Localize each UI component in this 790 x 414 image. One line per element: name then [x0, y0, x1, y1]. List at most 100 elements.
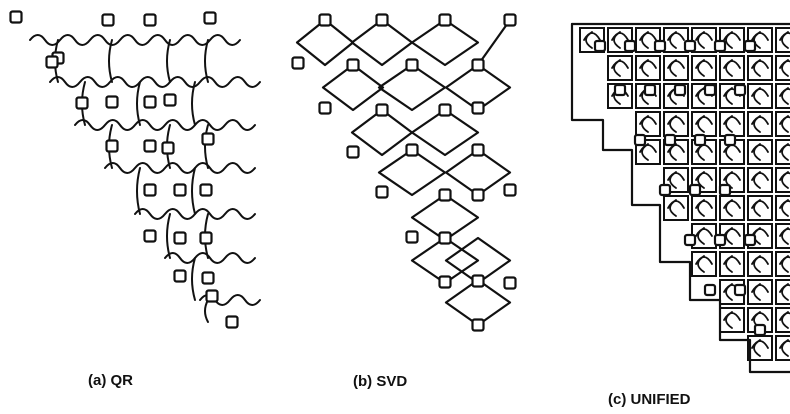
processor-node — [105, 139, 119, 153]
unified-array-diagram — [570, 22, 790, 374]
grid-cell — [635, 55, 661, 81]
connection-line — [781, 283, 789, 301]
connection-line — [410, 108, 480, 157]
connection-line — [641, 59, 649, 77]
connection-line — [697, 87, 705, 105]
connection-line — [136, 167, 141, 215]
connection-line — [204, 124, 209, 169]
caption-qr: (a) QR — [88, 372, 133, 389]
grid-cell — [691, 167, 717, 193]
processor-node — [653, 39, 667, 53]
grid-cell — [663, 55, 689, 81]
connection-line — [781, 115, 789, 133]
connection-line — [641, 143, 649, 161]
connection-line — [669, 115, 677, 133]
qr-array-diagram — [9, 10, 261, 329]
connection-line — [104, 162, 256, 174]
connection-line — [697, 59, 705, 77]
connection-line — [191, 81, 196, 126]
processor-node — [9, 10, 23, 24]
processor-node — [718, 183, 732, 197]
connection-line — [669, 143, 677, 161]
grid-cell — [747, 139, 773, 165]
processor-node — [688, 183, 702, 197]
processor-node — [199, 183, 213, 197]
processor-node — [438, 231, 452, 245]
processor-node — [318, 101, 332, 115]
processor-node — [503, 276, 517, 290]
connection-line — [725, 199, 733, 217]
connection-line — [781, 339, 789, 357]
grid-cell — [691, 195, 717, 221]
connection-line — [697, 227, 705, 245]
connection-line — [669, 171, 677, 189]
connection-line — [781, 143, 789, 161]
processor-node — [733, 283, 747, 297]
connection-line — [164, 252, 256, 264]
connection-line — [585, 31, 593, 49]
connection-line — [697, 171, 705, 189]
connection-line — [641, 115, 649, 133]
connection-line — [781, 311, 789, 329]
processor-node — [613, 83, 627, 97]
connection-line — [697, 31, 705, 49]
grid-cell — [719, 307, 745, 333]
processor-node — [291, 56, 305, 70]
processor-node — [471, 58, 485, 72]
connection-line — [350, 108, 414, 157]
caption-unified: (c) UNIFIED — [608, 391, 691, 408]
connection-line — [753, 143, 761, 161]
connection-line — [697, 115, 705, 133]
connection-line — [166, 39, 171, 83]
connection-line — [753, 87, 761, 105]
connection-line — [191, 257, 196, 301]
processor-node — [633, 133, 647, 147]
processor-node — [438, 13, 452, 27]
processor-node — [173, 269, 187, 283]
connection-line — [781, 31, 789, 49]
processor-node — [593, 39, 607, 53]
processor-node — [173, 183, 187, 197]
connection-line — [725, 59, 733, 77]
processor-node — [683, 233, 697, 247]
connection-line — [669, 31, 677, 49]
processor-node — [105, 95, 119, 109]
connection-line — [753, 59, 761, 77]
connection-line — [377, 63, 447, 112]
processor-node — [101, 13, 115, 27]
processor-node — [743, 233, 757, 247]
grid-cell — [747, 167, 773, 193]
grid-cell — [775, 111, 790, 137]
connection-line — [781, 255, 789, 273]
processor-node — [471, 274, 485, 288]
grid-cell — [775, 55, 790, 81]
processor-node — [471, 143, 485, 157]
processor-node — [733, 83, 747, 97]
processor-node — [161, 141, 175, 155]
processor-node — [658, 183, 672, 197]
grid-cell — [775, 223, 790, 249]
connection-line — [753, 115, 761, 133]
grid-cell — [775, 139, 790, 165]
processor-node — [405, 58, 419, 72]
processor-node — [693, 133, 707, 147]
connection-line — [725, 87, 733, 105]
connection-line — [753, 199, 761, 217]
connection-line — [641, 31, 649, 49]
processor-node — [346, 58, 360, 72]
connection-line — [476, 18, 512, 67]
grid-cell — [775, 279, 790, 305]
connection-line — [29, 34, 241, 46]
grid-cell — [775, 27, 790, 53]
grid-cell — [747, 111, 773, 137]
connection-line — [49, 76, 261, 88]
processor-node — [703, 283, 717, 297]
svd-array-diagram — [291, 13, 517, 332]
connection-line — [74, 119, 256, 131]
processor-node — [375, 103, 389, 117]
connection-line — [295, 18, 355, 67]
processor-node — [143, 13, 157, 27]
connection-line — [725, 283, 733, 301]
processor-node — [375, 185, 389, 199]
grid-cell — [775, 167, 790, 193]
